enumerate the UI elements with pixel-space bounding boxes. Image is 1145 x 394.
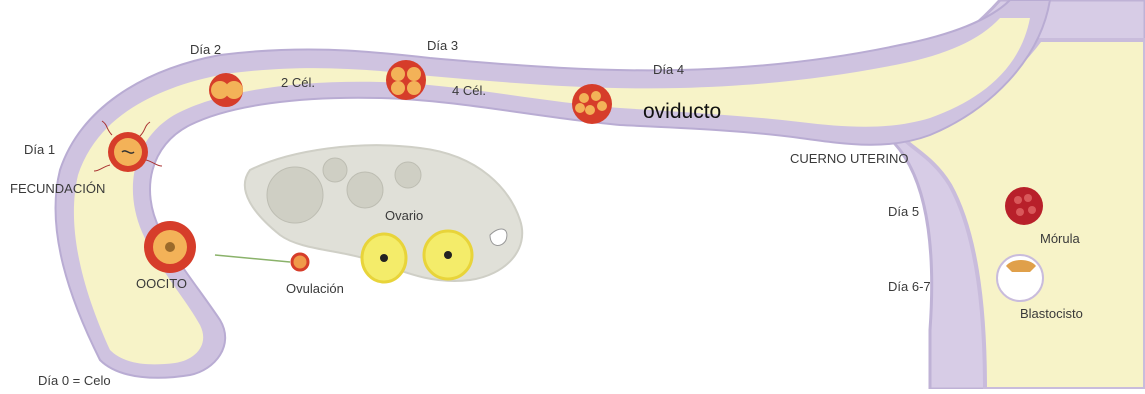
label-dia0: Día 0 = Celo xyxy=(38,373,111,388)
label-dia3: Día 3 xyxy=(427,38,458,53)
label-ovario: Ovario xyxy=(385,208,423,223)
label-fecundacion: FECUNDACIÓN xyxy=(10,181,105,196)
eight-cell-embryo xyxy=(572,84,612,124)
ovary-follicle-large xyxy=(267,167,323,223)
blastocyst-cell xyxy=(997,255,1043,301)
label-oocito: OOCITO xyxy=(136,276,187,291)
label-morula: Mórula xyxy=(1040,231,1080,246)
ovulated-oocyte xyxy=(292,254,308,270)
corpus-luteum-dot-1 xyxy=(380,254,388,262)
label-cuerno-uterino: CUERNO UTERINO xyxy=(790,151,908,166)
ovulation-path xyxy=(215,255,290,262)
label-dia2: Día 2 xyxy=(190,42,221,57)
ovary-follicle-small-2 xyxy=(395,162,421,188)
morula-cell xyxy=(1005,187,1043,225)
label-4cel: 4 Cél. xyxy=(452,83,486,98)
label-oviducto: oviducto xyxy=(643,100,721,124)
ovary-follicle-medium xyxy=(347,172,383,208)
label-dia1: Día 1 xyxy=(24,142,55,157)
ovary-follicle-small xyxy=(323,158,347,182)
oocyte-cell xyxy=(144,221,196,273)
label-ovulacion: Ovulación xyxy=(286,281,344,296)
label-2cel: 2 Cél. xyxy=(281,75,315,90)
four-cell-embryo xyxy=(386,60,426,100)
label-dia4: Día 4 xyxy=(653,62,684,77)
corpus-luteum-dot-2 xyxy=(444,251,452,259)
two-cell-embryo xyxy=(209,73,243,107)
label-dia5: Día 5 xyxy=(888,204,919,219)
label-blastocisto: Blastocisto xyxy=(1020,306,1083,321)
label-dia67: Día 6-7 xyxy=(888,279,931,294)
